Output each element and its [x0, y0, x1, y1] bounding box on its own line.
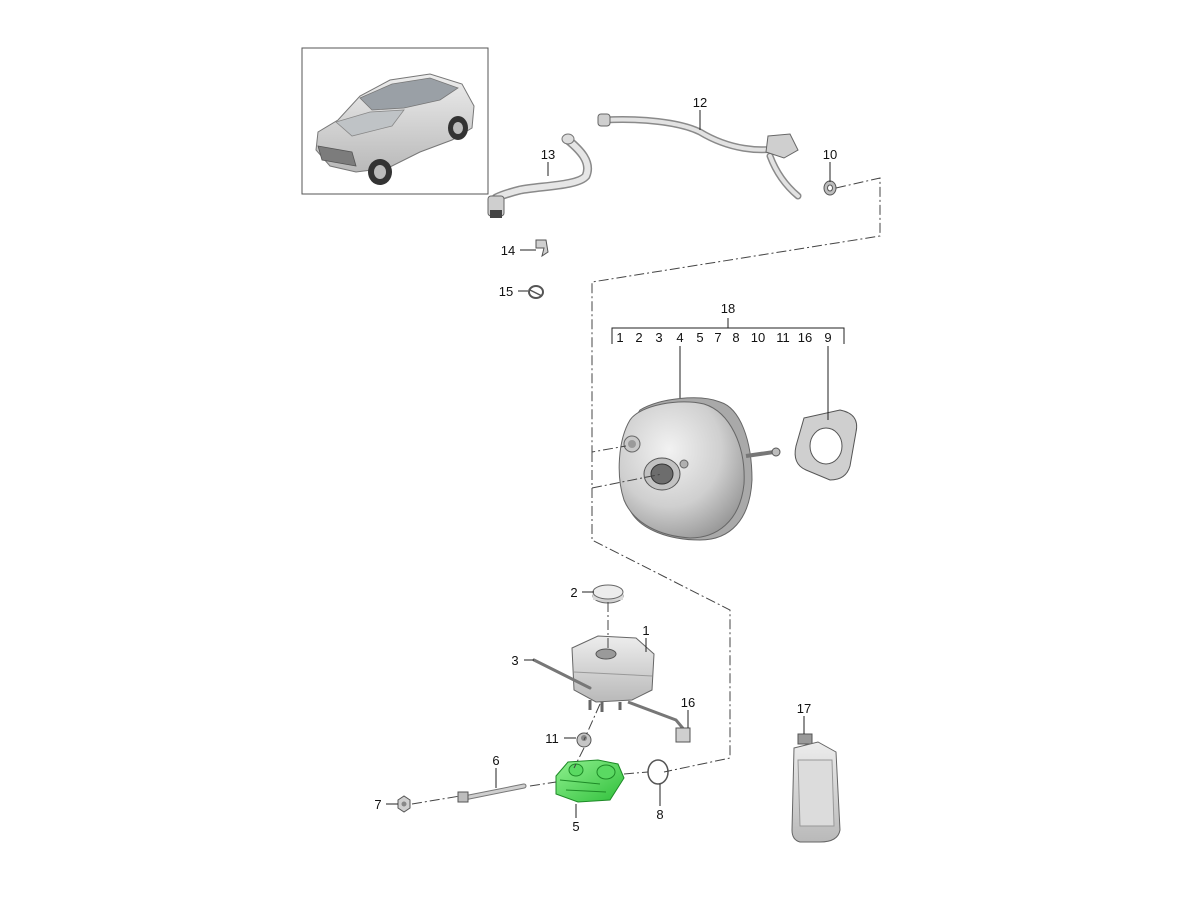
- callout-14: 14: [501, 243, 515, 258]
- kit-item: 7: [714, 330, 721, 345]
- callout-7: 7: [374, 797, 381, 812]
- gasket-9: [794, 409, 858, 481]
- leader-lines: [386, 110, 831, 818]
- vacuum-hose-13: [487, 133, 592, 218]
- level-sensor-3: [532, 658, 592, 690]
- nut-7: [397, 795, 411, 813]
- brake-booster-4: [618, 397, 781, 541]
- callout-17: 17: [797, 701, 811, 716]
- callout-18: 18: [721, 301, 735, 316]
- callout-labels: 12 13 10 14 15 18 1 2 3 4 5 7 8 10 11 16…: [374, 95, 837, 834]
- push-rod-6: [457, 783, 527, 803]
- callout-5: 5: [572, 819, 579, 834]
- brake-fluid-bottle-17: [791, 733, 841, 843]
- kit-item: 8: [732, 330, 739, 345]
- kit-item: 9: [824, 330, 831, 345]
- vacuum-line-12: [597, 113, 802, 200]
- callout-11: 11: [545, 731, 559, 746]
- sensor-16: [627, 700, 691, 743]
- brake-master-cylinder-5: [555, 759, 625, 803]
- callout-8: 8: [656, 807, 663, 822]
- callout-1: 1: [642, 623, 649, 638]
- kit-item: 1: [616, 330, 623, 345]
- callout-6: 6: [492, 753, 499, 768]
- callout-10: 10: [823, 147, 837, 162]
- kit-item: 4: [676, 330, 683, 345]
- kit-item: 16: [798, 330, 812, 345]
- car-illustration: [315, 73, 475, 185]
- kit-item: 2: [635, 330, 642, 345]
- seal-ring-10: [823, 180, 837, 196]
- hose-clamp-15: [528, 285, 544, 299]
- brake-fluid-reservoir-1: [571, 635, 655, 712]
- callout-15: 15: [499, 284, 513, 299]
- callout-3: 3: [511, 653, 518, 668]
- vehicle-thumbnail: [301, 47, 489, 195]
- callout-2: 2: [570, 585, 577, 600]
- callout-13: 13: [541, 147, 555, 162]
- reservoir-cap-2: [592, 584, 624, 604]
- clip-14: [535, 239, 549, 258]
- kit-item: 11: [776, 330, 790, 345]
- assembly-lines: [411, 177, 881, 805]
- kit-bracket-18: [611, 318, 845, 344]
- kit-item: 3: [655, 330, 662, 345]
- kit-item: 10: [751, 330, 765, 345]
- kit-item: 5: [696, 330, 703, 345]
- callout-12: 12: [693, 95, 707, 110]
- callout-16: 16: [681, 695, 695, 710]
